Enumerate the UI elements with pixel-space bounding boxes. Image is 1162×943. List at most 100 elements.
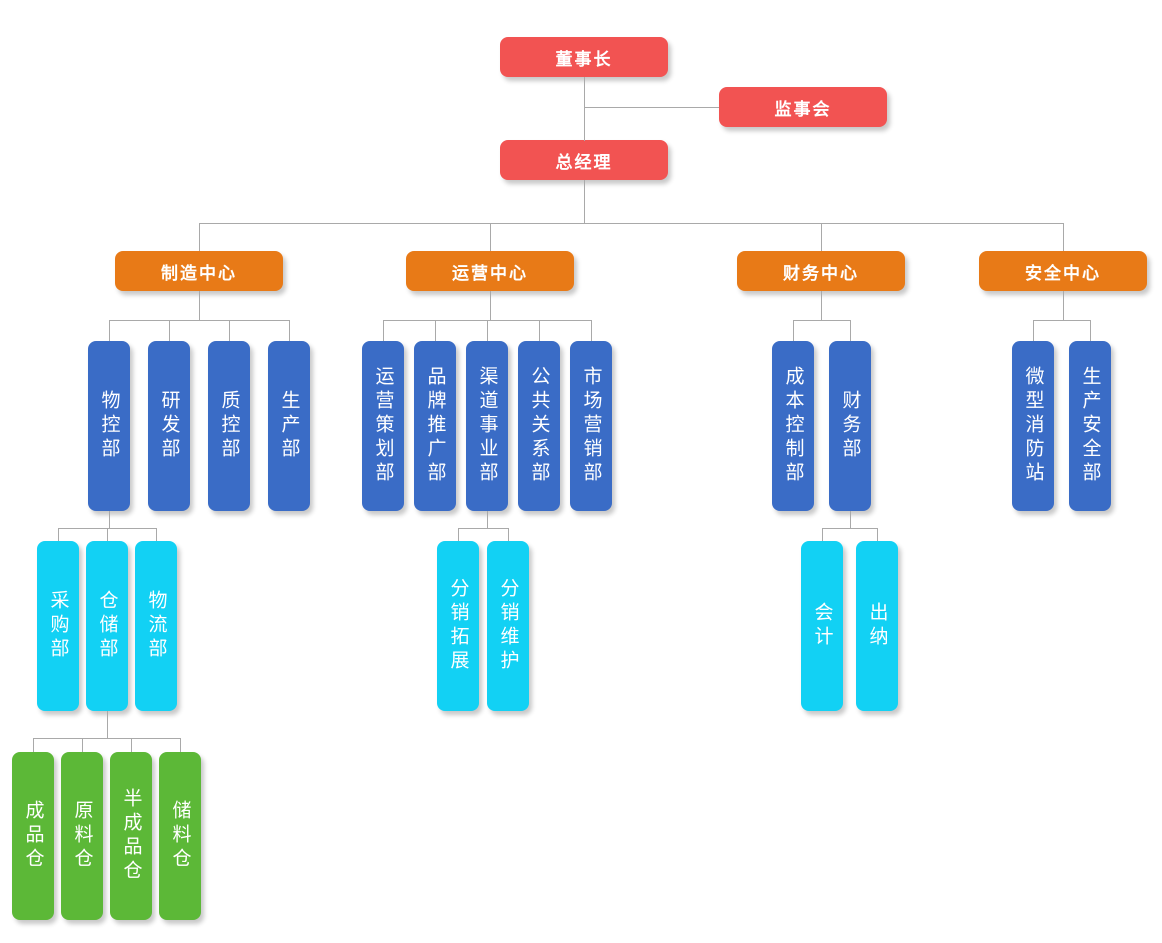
org-node-label: 分销维护 [497,578,519,674]
org-node-label: 安全中心 [1025,263,1101,283]
connector-line-horizontal [458,528,508,529]
org-node-production-safety-dept[interactable]: 生产安全部 [1069,341,1111,511]
org-node-distribution-expansion[interactable]: 分销拓展 [437,541,479,711]
connector-line-vertical [109,511,110,528]
org-node-micro-fire-station[interactable]: 微型消防站 [1012,341,1054,511]
connector-line-vertical [82,738,83,752]
connector-line-vertical [1033,320,1034,341]
connector-line-horizontal [1033,320,1090,321]
org-node-label: 微型消防站 [1022,366,1044,486]
connector-line-vertical [435,320,436,341]
org-node-storage-warehouse[interactable]: 储料仓 [159,752,201,920]
connector-line-vertical [508,528,509,541]
org-node-distribution-maintenance[interactable]: 分销维护 [487,541,529,711]
connector-line-vertical [1063,291,1064,320]
org-node-finance-dept[interactable]: 财务部 [829,341,871,511]
org-node-general-manager[interactable]: 总经理 [500,140,668,180]
connector-line-vertical [289,320,290,341]
connector-line-vertical [850,511,851,528]
org-node-warehousing-dept[interactable]: 仓储部 [86,541,128,711]
org-node-label: 渠道事业部 [476,366,498,486]
org-node-label: 制造中心 [161,263,237,283]
org-node-label: 出纳 [866,602,888,650]
org-node-label: 质控部 [218,390,240,462]
org-node-brand-promotion-dept[interactable]: 品牌推广部 [414,341,456,511]
connector-line-vertical [821,291,822,320]
connector-line-vertical [33,738,34,752]
org-node-label: 半成品仓 [120,788,142,884]
connector-line-vertical [850,320,851,341]
org-node-channel-business-dept[interactable]: 渠道事业部 [466,341,508,511]
org-node-finance-center[interactable]: 财务中心 [737,251,905,291]
org-node-quality-control-dept[interactable]: 质控部 [208,341,250,511]
org-node-label: 公共关系部 [528,366,550,486]
connector-line-vertical [821,223,822,251]
org-node-rnd-dept[interactable]: 研发部 [148,341,190,511]
org-node-cashier[interactable]: 出纳 [856,541,898,711]
org-node-manufacturing-center[interactable]: 制造中心 [115,251,283,291]
connector-line-vertical [877,528,878,541]
connector-line-vertical [490,291,491,320]
connector-line-vertical [1090,320,1091,341]
org-node-public-relations-dept[interactable]: 公共关系部 [518,341,560,511]
connector-line-horizontal [822,528,877,529]
connector-line-vertical [58,528,59,541]
org-node-label: 运营策划部 [372,366,394,486]
org-node-purchasing-dept[interactable]: 采购部 [37,541,79,711]
org-node-logistics-dept[interactable]: 物流部 [135,541,177,711]
connector-line-vertical [487,511,488,528]
connector-line-vertical [490,223,491,251]
org-node-label: 品牌推广部 [424,366,446,486]
connector-line-vertical [1063,223,1064,251]
connector-line-horizontal [109,320,289,321]
org-node-production-dept[interactable]: 生产部 [268,341,310,511]
connector-line-vertical [584,77,585,140]
org-node-accounting[interactable]: 会计 [801,541,843,711]
org-node-semi-finished-warehouse[interactable]: 半成品仓 [110,752,152,920]
org-node-label: 监事会 [774,99,832,119]
org-node-label: 分销拓展 [447,578,469,674]
org-node-label: 生产部 [278,390,300,462]
org-node-label: 市场营销部 [580,366,602,486]
connector-line-vertical [107,528,108,541]
org-node-label: 成品仓 [22,800,44,872]
org-node-label: 成本控制部 [782,366,804,486]
connector-line-horizontal [33,738,180,739]
org-node-operations-center[interactable]: 运营中心 [406,251,574,291]
org-node-material-control-dept[interactable]: 物控部 [88,341,130,511]
connector-line-vertical [487,320,488,341]
connector-line-vertical [156,528,157,541]
org-node-marketing-dept[interactable]: 市场营销部 [570,341,612,511]
org-node-cost-control-dept[interactable]: 成本控制部 [772,341,814,511]
org-node-label: 财务部 [839,390,861,462]
connector-line-vertical [131,738,132,752]
org-node-finished-goods-warehouse[interactable]: 成品仓 [12,752,54,920]
connector-line-vertical [109,320,110,341]
connector-line-vertical [793,320,794,341]
connector-line-vertical [584,180,585,223]
connector-line-vertical [822,528,823,541]
org-node-operations-planning-dept[interactable]: 运营策划部 [362,341,404,511]
connector-line-horizontal [584,140,585,141]
org-node-label: 董事长 [555,49,613,69]
connector-line-vertical [539,320,540,341]
org-node-label: 运营中心 [452,263,528,283]
org-node-label: 物流部 [145,590,167,662]
connector-line-vertical [169,320,170,341]
connector-line-horizontal [584,107,719,108]
org-node-label: 仓储部 [96,590,118,662]
org-node-label: 原料仓 [71,800,93,872]
connector-line-vertical [229,320,230,341]
org-node-label: 物控部 [98,390,120,462]
org-node-chairman[interactable]: 董事长 [500,37,668,77]
org-node-label: 储料仓 [169,800,191,872]
connector-line-horizontal [199,223,1063,224]
connector-line-horizontal [793,320,850,321]
org-node-label: 研发部 [158,390,180,462]
org-node-raw-material-warehouse[interactable]: 原料仓 [61,752,103,920]
connector-line-vertical [180,738,181,752]
connector-line-vertical [383,320,384,341]
org-node-safety-center[interactable]: 安全中心 [979,251,1147,291]
org-node-supervisory-board[interactable]: 监事会 [719,87,887,127]
